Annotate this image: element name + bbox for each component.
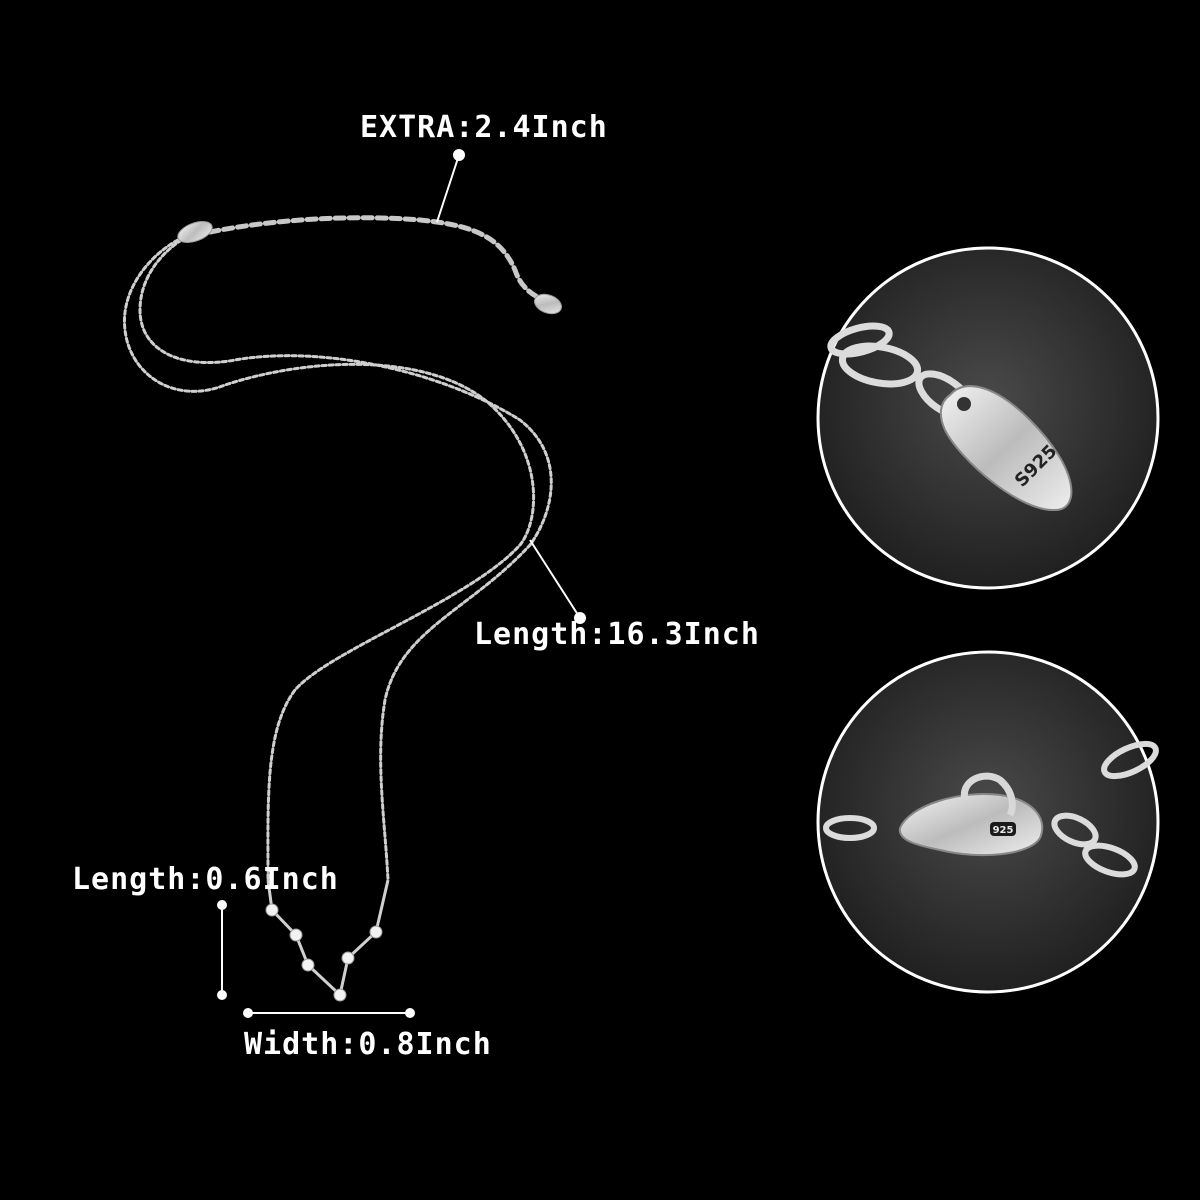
constellation-pendant bbox=[265, 879, 390, 1002]
measurement-pointers bbox=[217, 149, 586, 1018]
width-dot-left bbox=[243, 1008, 253, 1018]
pendant-length-dot-top bbox=[217, 900, 227, 910]
pendant-width-label: Width:0.8Inch bbox=[244, 1027, 492, 1062]
length-pointer-line bbox=[529, 539, 581, 619]
chain-left-strand bbox=[122, 238, 536, 882]
pendant-stone bbox=[265, 903, 279, 917]
pendant-stone bbox=[341, 951, 355, 965]
width-dot-right bbox=[405, 1008, 415, 1018]
chain-right-strand bbox=[138, 228, 553, 882]
pendant-stone bbox=[289, 928, 303, 942]
extra-pointer-line bbox=[436, 154, 460, 223]
clasp-closeup: 925 bbox=[816, 650, 1160, 994]
clasp-stamp: 925 bbox=[993, 825, 1014, 836]
tag-closeup: S925 bbox=[816, 246, 1160, 590]
pendant-stone bbox=[369, 925, 383, 939]
extender-chain bbox=[207, 215, 548, 303]
extra-pointer-dot bbox=[453, 149, 465, 161]
lobster-clasp bbox=[177, 221, 213, 243]
drop-tag bbox=[533, 293, 563, 315]
extra-length-label: EXTRA:2.4Inch bbox=[360, 110, 608, 145]
pendant-length-dot-bottom bbox=[217, 990, 227, 1000]
length-pointer-dot bbox=[574, 612, 586, 624]
pendant-stone bbox=[301, 958, 315, 972]
necklace bbox=[122, 215, 563, 882]
pendant-length-label: Length:0.6Inch bbox=[72, 862, 339, 897]
pendant-stone bbox=[333, 988, 347, 1002]
chain-length-label: Length:16.3Inch bbox=[474, 617, 760, 652]
